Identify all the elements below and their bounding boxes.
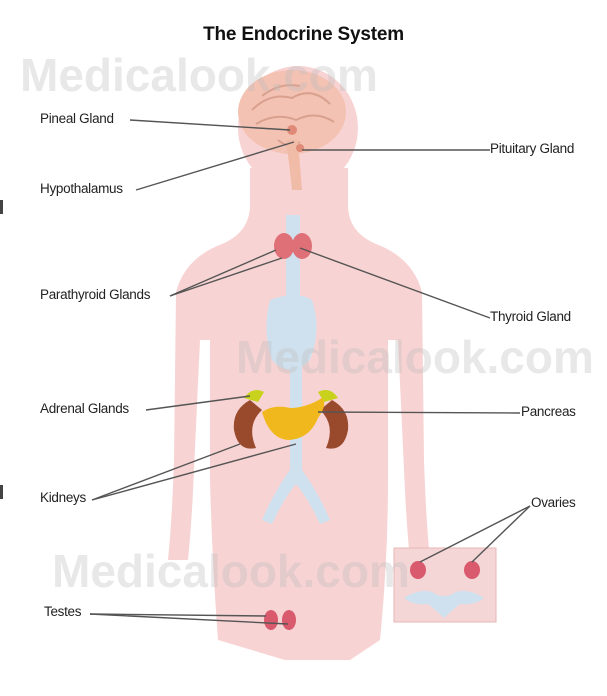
diagram-title: The Endocrine System bbox=[0, 24, 607, 46]
label-pancreas: Pancreas bbox=[521, 404, 576, 419]
watermark-middle: Medicalook.com bbox=[236, 330, 594, 384]
pituitary-gland-dot bbox=[296, 144, 304, 152]
label-hypothalamus: Hypothalamus bbox=[40, 181, 123, 196]
label-testes: Testes bbox=[44, 604, 81, 619]
edge-mark-upper bbox=[0, 200, 3, 214]
label-parathyroid-glands: Parathyroid Glands bbox=[40, 287, 150, 302]
watermark-top: Medicalook.com bbox=[20, 48, 378, 102]
label-pituitary-gland: Pituitary Gland bbox=[490, 141, 574, 156]
label-thyroid-gland: Thyroid Gland bbox=[490, 309, 571, 324]
label-adrenal-glands: Adrenal Glands bbox=[40, 401, 129, 416]
watermark-bottom: Medicalook.com bbox=[52, 544, 410, 598]
label-ovaries: Ovaries bbox=[531, 495, 575, 510]
label-kidneys: Kidneys bbox=[40, 490, 86, 505]
edge-mark-lower bbox=[0, 485, 3, 499]
label-pineal-gland: Pineal Gland bbox=[40, 111, 114, 126]
leader-ovaries-b bbox=[472, 506, 530, 562]
